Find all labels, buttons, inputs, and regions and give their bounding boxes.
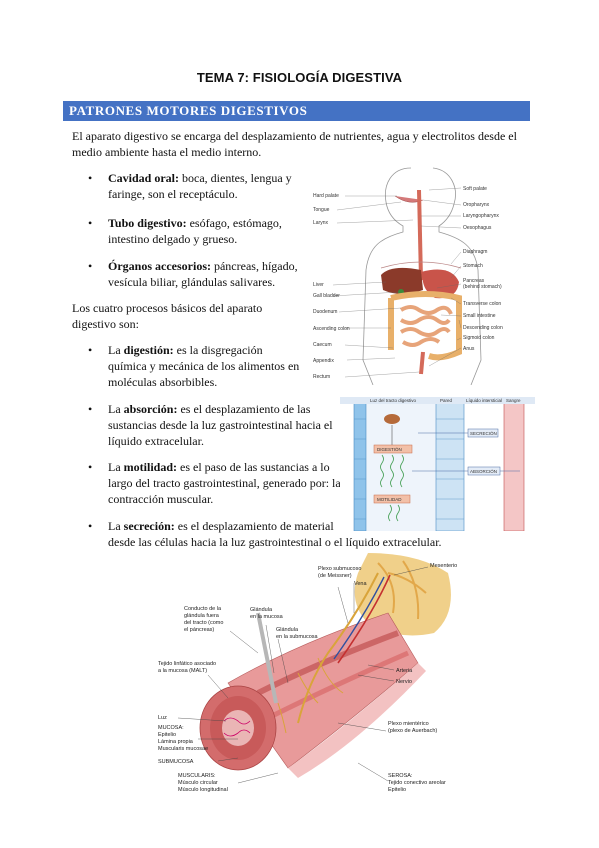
figure-label: Transverse colon [463, 301, 501, 307]
figure-label: Diaphragm [463, 249, 487, 255]
figure-label: Oropharynx [463, 202, 490, 208]
process-box: ABSORCIÓN [470, 468, 497, 474]
section-heading: PATRONES MOTORES DIGESTIVOS [63, 101, 530, 121]
figure-label: Muscularis mucosae [158, 746, 208, 752]
figure-label: Glándula [250, 607, 273, 613]
figure-label: Hard palate [313, 193, 339, 199]
figure-label: Arteria [396, 668, 413, 674]
term: Órganos accesorios: [108, 259, 211, 273]
figure-label: SEROSA: [388, 773, 413, 779]
figure-label: Mesenterio [430, 563, 457, 569]
term: digestión: [123, 343, 174, 357]
figure-label: Small intestine [463, 313, 496, 319]
figure-label: Plexo submucoso [318, 566, 361, 572]
figure-label: Rectum [313, 374, 330, 380]
figure-label: glándula fuera [184, 613, 220, 619]
term: Cavidad oral: [108, 171, 180, 185]
figure-label: Sigmoid colon [463, 335, 495, 341]
list-item: • La absorción: es el desplazamiento de … [88, 402, 333, 448]
figure-label: del tracto (como [184, 620, 223, 626]
figure-label: Luz [158, 715, 167, 721]
figure-label: Vena [354, 581, 367, 587]
page-title: TEMA 7: FISIOLOGÍA DIGESTIVA [196, 70, 403, 85]
figure-label: Glándula [276, 627, 299, 633]
figure-label: Laryngopharynx [463, 213, 499, 219]
figure-label: Appendix [313, 358, 334, 364]
figure-label: Lámina propia [158, 739, 194, 745]
intro-paragraph: El aparato digestivo se encarga del desp… [72, 128, 542, 160]
figure-label: SUBMUCOSA [158, 759, 194, 765]
list-item: • Cavidad oral: boca, dientes, lengua y … [88, 171, 292, 201]
term: motilidad: [123, 460, 177, 474]
figure-label: Epitelio [158, 732, 176, 738]
figure-label: Gall bladder [313, 293, 340, 299]
figure-label: Músculo longitudinal [178, 787, 228, 793]
term: absorción: [123, 402, 178, 416]
list-item: • Órganos accesorios: páncreas, hígado, … [88, 259, 298, 289]
figure-label: Tejido conectivo areolar [388, 780, 446, 786]
figure-label: Stomach [463, 263, 483, 269]
diagram-header: Pared [440, 398, 453, 403]
list-item: • La motilidad: es el paso de las sustan… [88, 460, 341, 506]
figure-label: Ascending colon [313, 326, 350, 332]
processes-intro: Los cuatro procesos básicos del aparato … [72, 301, 263, 331]
term: Tubo digestivo: [108, 216, 187, 230]
figure-label: Descending colon [463, 325, 503, 331]
figure-label: en la submucosa [276, 634, 319, 640]
figure-label: el páncreas) [184, 627, 214, 633]
figure-label: en la mucosa [250, 614, 284, 620]
figure-label: (behind stomach) [463, 284, 502, 290]
figure-label: Liver [313, 282, 324, 288]
process-box: DIGESTIÓN [377, 446, 402, 452]
list-item: • La digestión: es la disgregación quími… [88, 343, 300, 389]
diagram-header: Luz del tracto digestivo [370, 398, 417, 403]
figure-label: (de Meissner) [318, 573, 352, 579]
figure-label: (plexo de Auerbach) [388, 728, 437, 734]
process-box: MOTILIDAD [377, 497, 402, 502]
figure-label: a la mucosa (MALT) [158, 668, 207, 674]
figure-label: Soft palate [463, 186, 487, 192]
figure-label: Tongue [313, 207, 330, 213]
gi-tract-wall-figure: Mesenterio Plexo submucoso (de Meissner)… [158, 553, 457, 793]
figure-label: Nervio [396, 679, 412, 685]
intro-line: El aparato digestivo se encarga del desp… [72, 129, 517, 143]
figure-label: Pancreas [463, 278, 485, 284]
list-item: • Tubo digestivo: esófago, estómago, int… [88, 216, 282, 246]
figure-label: Conducto de la [184, 606, 222, 612]
figure-label: MUSCULARIS: [178, 773, 216, 779]
figure-label: Músculo circular [178, 780, 218, 786]
figure-label: Oesophagus [463, 225, 492, 231]
diagram-header: Líquido intersticial [466, 398, 502, 403]
figure-label: Tejido linfático asociado [158, 661, 216, 667]
figure-label: Plexo mientérico [388, 721, 429, 727]
intro-line: medio ambiente hasta el medio interno. [72, 145, 262, 159]
diagram-header: Sangre [506, 398, 521, 403]
digestive-system-figure: Hard palate Tongue Larynx Liver Gall bla… [311, 160, 535, 385]
list-item: • La secreción: es el desplazamiento de … [88, 519, 442, 549]
figure-label: Anus [463, 346, 475, 352]
term: secreción: [123, 519, 175, 533]
figure-label: Epitelio [388, 787, 406, 793]
figure-label: Duodenum [313, 309, 337, 315]
figure-label: MUCOSA: [158, 725, 184, 731]
figure-label: Larynx [313, 220, 329, 226]
digestive-processes-diagram: Luz del tracto digestivo Pared Líquido i… [340, 389, 535, 531]
process-box: SECRECIÓN [470, 430, 497, 436]
figure-label: Caecum [313, 342, 332, 348]
